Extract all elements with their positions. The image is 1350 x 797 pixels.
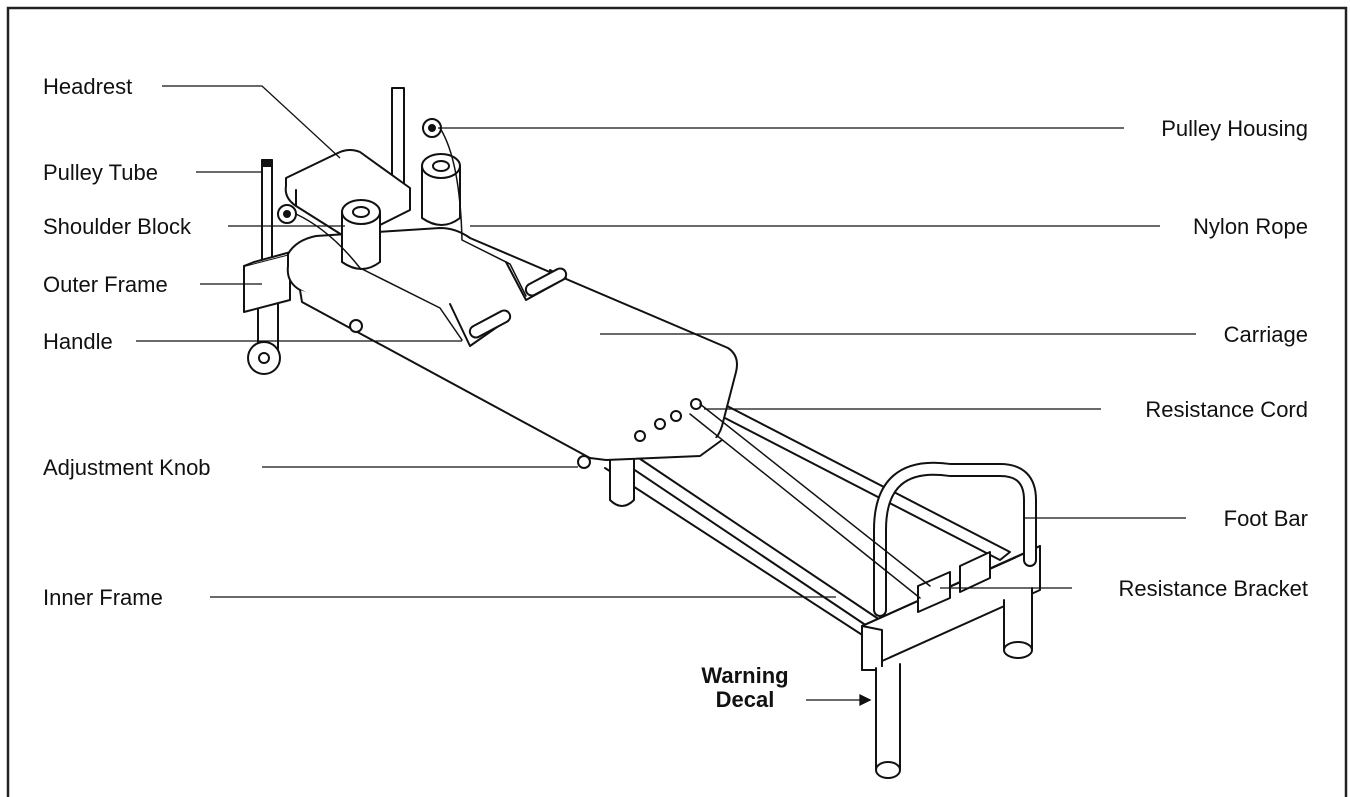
label-carriage: Carriage bbox=[1223, 322, 1308, 347]
label-resistance-cord: Resistance Cord bbox=[1145, 397, 1308, 422]
label-headrest: Headrest bbox=[43, 74, 133, 99]
label-adjustment-knob: Adjustment Knob bbox=[43, 455, 211, 480]
label-warning-decal: Warning Decal bbox=[680, 663, 810, 713]
label-resistance-bracket: Resistance Bracket bbox=[1118, 576, 1308, 601]
label-pulley-tube: Pulley Tube bbox=[43, 160, 158, 185]
warning-line-1: Warning bbox=[701, 663, 789, 688]
label-nylon-rope: Nylon Rope bbox=[1193, 214, 1308, 239]
label-shoulder-block: Shoulder Block bbox=[43, 214, 191, 239]
diagram-border bbox=[6, 6, 1348, 797]
label-inner-frame: Inner Frame bbox=[43, 585, 163, 610]
machine-illustration bbox=[243, 87, 1041, 779]
warning-line-2: Decal bbox=[715, 687, 775, 713]
label-handle: Handle bbox=[43, 329, 113, 354]
label-outer-frame: Outer Frame bbox=[43, 272, 168, 297]
label-pulley-housing: Pulley Housing bbox=[1161, 116, 1308, 141]
leader-lines bbox=[136, 85, 1196, 707]
label-foot-bar: Foot Bar bbox=[1223, 506, 1308, 531]
